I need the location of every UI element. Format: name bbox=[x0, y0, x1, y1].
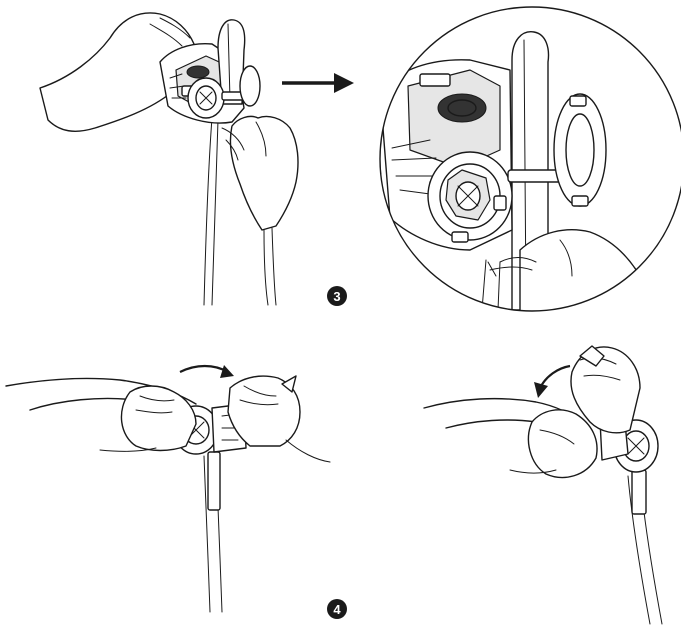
step-4-turning-clockwise bbox=[6, 376, 330, 612]
curved-arrow-clockwise-icon bbox=[180, 365, 234, 378]
step-4-badge: 4 bbox=[327, 599, 347, 619]
right-arrow-icon bbox=[282, 73, 354, 93]
curved-arrow-counterclockwise-icon bbox=[534, 366, 570, 398]
step-3-badge: 3 bbox=[327, 286, 347, 306]
step-3-number: 3 bbox=[333, 289, 340, 304]
step-3-detail-magnified-view bbox=[380, 7, 681, 320]
step-4-number: 4 bbox=[333, 602, 341, 617]
step-3-hands-holding-reel bbox=[40, 13, 298, 305]
